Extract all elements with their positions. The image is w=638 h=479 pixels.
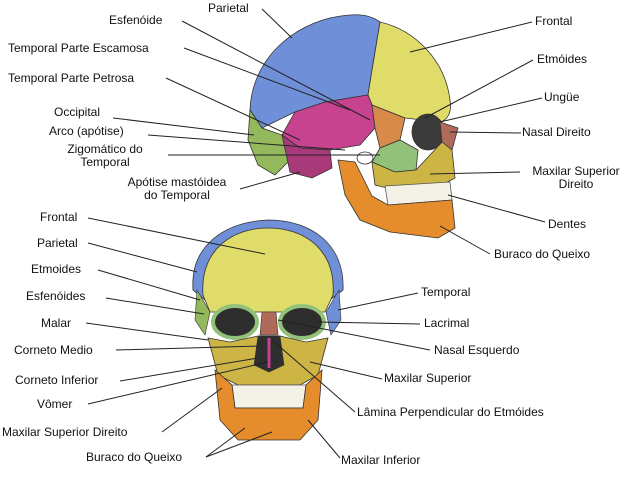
front-skull: [192, 219, 344, 441]
label-esfenoide: Esfenóide: [109, 13, 163, 27]
label-buraco-queixo-side: Buraco do Queixo: [494, 247, 591, 261]
leader-nasal-esquerdo: [277, 319, 431, 351]
label-maxilar-superior-direito-front: Maxilar Superior Direito: [2, 425, 128, 439]
label-nasal-direito: Nasal Direito: [522, 125, 591, 139]
leader-lines: [85, 8, 546, 459]
leader-temporal-front: [337, 292, 419, 311]
side-occipital-bone: [247, 108, 291, 176]
label-lacrimal: Lacrimal: [424, 316, 470, 330]
label-lamina-perpendicular: Lâmina Perpendicular do Etmóides: [357, 405, 544, 419]
leader-etmoides-front: [97, 269, 201, 301]
label-apotise-line1: Apótise mastóidea: [127, 175, 227, 189]
side-mandible: [337, 159, 456, 239]
leader-ungue: [439, 97, 543, 123]
label-buraco-queixo-front: Buraco do Queixo: [86, 450, 183, 464]
leader-vomer: [87, 361, 269, 405]
label-esfenoides-front: Esfenóides: [26, 289, 86, 303]
label-frontal-side: Frontal: [535, 14, 573, 28]
leader-maxilar-sup-direito: [161, 387, 223, 433]
leader-apotise: [239, 171, 301, 190]
leader-esfenoides-front: [105, 297, 205, 315]
label-maxilar-sup-line2: Direito: [558, 177, 594, 191]
label-apotise-mastoidea: Apótise mastóidea do Temporal: [112, 176, 242, 202]
leader-buraco-front-2: [205, 431, 273, 458]
label-maxilar-superior-front: Maxilar Superior: [384, 371, 472, 385]
label-temporal-front: Temporal: [421, 285, 471, 299]
front-orbit-left: [211, 304, 259, 340]
label-malar: Malar: [41, 316, 72, 330]
label-etmoides-side: Etmóides: [537, 52, 588, 66]
leader-dentes: [447, 194, 546, 223]
leader-corneto-medio: [115, 345, 259, 351]
leader-occipital: [112, 117, 255, 136]
front-nasal-bone: [259, 311, 279, 336]
leader-parietal-front: [87, 242, 198, 273]
label-parietal-side: Parietal: [208, 1, 249, 15]
label-maxilar-sup-line1: Maxilar Superior: [532, 164, 620, 178]
side-frontal-bone: [367, 21, 451, 123]
leader-frontal-side: [409, 21, 533, 53]
leader-buraco-side: [439, 225, 491, 255]
leader-lacrimal: [317, 321, 421, 325]
label-occipital: Occipital: [54, 105, 101, 119]
front-frontal-bone: [202, 227, 334, 313]
leader-esfenoide: [181, 20, 371, 121]
label-frontal-front: Frontal: [40, 210, 78, 224]
leader-maxilar-sup-side: [429, 171, 521, 175]
leader-maxilar-inferior: [307, 419, 341, 459]
label-temporal-escamosa: Temporal Parte Escamosa: [8, 41, 149, 55]
label-parietal-front: Parietal: [37, 236, 78, 250]
front-mandible: [214, 369, 323, 441]
label-nasal-esquerdo: Nasal Esquerdo: [434, 343, 520, 357]
leader-arco: [147, 134, 346, 151]
leader-buraco-front-1: [205, 427, 246, 458]
front-temporal-left: [194, 289, 211, 336]
leader-corneto-inferior: [119, 357, 259, 382]
label-ungue: Ungüe: [544, 90, 580, 104]
leader-etmoides-side: [424, 59, 534, 119]
label-corneto-medio: Corneto Medio: [14, 343, 93, 357]
leader-maxilar-superior-front: [309, 361, 383, 380]
label-maxilar-inferior: Maxilar Inferior: [341, 453, 421, 467]
leader-parietal-side: [261, 8, 293, 39]
leader-nasal-direito: [449, 131, 522, 134]
leader-malar: [85, 322, 209, 341]
leader-frontal-front: [87, 217, 266, 255]
leader-lamina: [271, 339, 356, 413]
label-zigomatico-line2: Temporal: [80, 155, 130, 169]
label-arco-apotise: Arco (apótise): [49, 124, 124, 138]
side-ear-canal: [356, 151, 374, 165]
label-zigomatico-line1: Zigomático do: [67, 142, 143, 156]
label-vomer: Vômer: [37, 397, 73, 411]
label-apotise-line2: do Temporal: [144, 188, 210, 202]
leader-temporal-petrosa: [165, 77, 301, 141]
label-temporal-petrosa: Temporal Parte Petrosa: [8, 71, 135, 85]
label-corneto-inferior: Corneto Inferior: [15, 373, 99, 387]
label-maxilar-superior-direito-side: Maxilar Superior Direito: [521, 165, 631, 191]
front-teeth: [231, 384, 307, 409]
label-etmoides-front: Etmoides: [31, 262, 82, 276]
label-zigomatico: Zigomático do Temporal: [46, 143, 164, 169]
label-dentes: Dentes: [548, 217, 587, 231]
leader-temporal-escamosa: [183, 47, 351, 111]
